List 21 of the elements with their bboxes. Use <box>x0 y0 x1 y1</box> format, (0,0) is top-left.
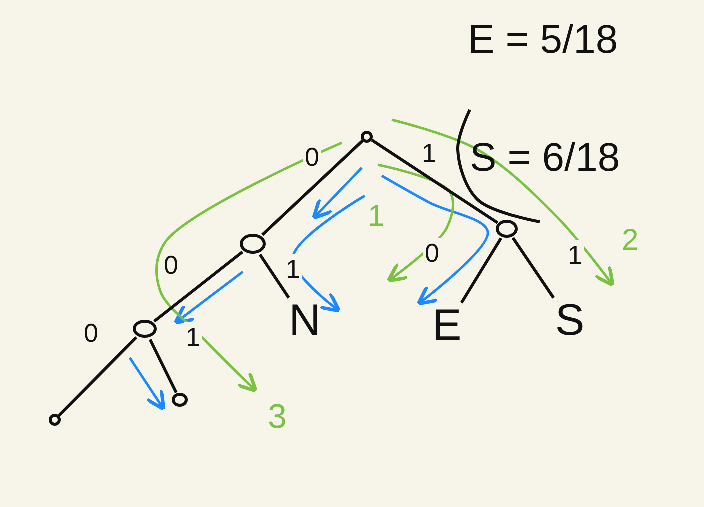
tree-node <box>496 220 518 238</box>
tree-branch <box>258 254 290 299</box>
tree-branch <box>148 339 178 394</box>
tree-branch <box>512 237 555 299</box>
probability-formula: E = 5/18 <box>468 18 618 63</box>
leaf-letter: N <box>285 298 325 346</box>
leaf-letter: E <box>427 303 467 351</box>
tree-node <box>172 393 188 407</box>
step-number: 2 <box>622 224 639 258</box>
tree-branch <box>58 336 138 417</box>
leaf-letter: S <box>550 298 590 346</box>
tree-node <box>133 320 157 338</box>
step-number: 1 <box>368 200 385 234</box>
tree-branch <box>371 139 499 224</box>
tree-node <box>361 131 373 143</box>
tree-node <box>240 234 266 254</box>
tree-branch <box>261 140 364 236</box>
tree-branch <box>460 238 503 304</box>
tree-branch <box>154 250 244 323</box>
step-number: 3 <box>268 398 287 437</box>
tree-node <box>49 414 61 426</box>
